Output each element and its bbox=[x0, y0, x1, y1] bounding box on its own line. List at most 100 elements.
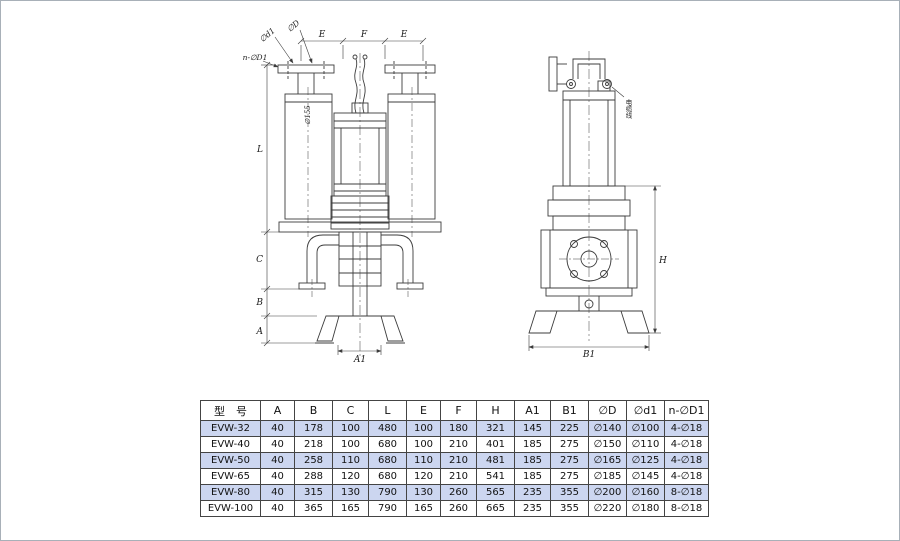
col-header-H: H bbox=[476, 400, 515, 421]
value-cell: 275 bbox=[550, 452, 589, 469]
value-cell: ∅125 bbox=[626, 452, 665, 469]
header-row: 型 号 A B C L E F H A1 B1 ∅D ∅d1 n-∅D1 bbox=[200, 400, 709, 421]
discharge-flange-right bbox=[384, 61, 436, 94]
spec-row-evw-100: EVW-100 40 365 165 790 165 260 665 235 3… bbox=[200, 500, 709, 517]
value-cell: ∅200 bbox=[588, 484, 627, 501]
tank-left bbox=[284, 93, 333, 220]
value-cell: 288 bbox=[294, 468, 333, 485]
dim-label-dia155: ∅155 bbox=[304, 105, 312, 125]
technical-drawing: ∅d1 ∅D n-∅D1 E F E ∅155 L C B A A1 H B1 … bbox=[243, 18, 667, 365]
col-header-F: F bbox=[440, 400, 477, 421]
value-cell: 480 bbox=[368, 420, 407, 437]
model-cell: EVW-65 bbox=[200, 468, 261, 485]
value-cell: 40 bbox=[260, 436, 295, 453]
value-cell: 355 bbox=[550, 484, 589, 501]
value-cell: 315 bbox=[294, 484, 333, 501]
value-cell: 680 bbox=[368, 436, 407, 453]
value-cell: ∅145 bbox=[626, 468, 665, 485]
value-cell: 4-∅18 bbox=[664, 468, 709, 485]
col-header-E: E bbox=[406, 400, 441, 421]
value-cell: 565 bbox=[476, 484, 515, 501]
col-header-A: A bbox=[260, 400, 295, 421]
value-cell: 275 bbox=[550, 468, 589, 485]
value-cell: 258 bbox=[294, 452, 333, 469]
value-cell: ∅185 bbox=[588, 468, 627, 485]
motor-body bbox=[333, 102, 387, 197]
value-cell: ∅165 bbox=[588, 452, 627, 469]
cable-lines bbox=[352, 54, 368, 114]
value-cell: 355 bbox=[550, 500, 589, 517]
spec-row-evw-65: EVW-65 40 288 120 680 120 210 541 185 27… bbox=[200, 468, 709, 485]
value-cell: 165 bbox=[332, 500, 369, 517]
mid-stack bbox=[547, 185, 631, 231]
model-cell: EVW-32 bbox=[200, 420, 261, 437]
value-cell: 100 bbox=[406, 420, 441, 437]
model-cell: EVW-80 bbox=[200, 484, 261, 501]
spec-row-evw-32: EVW-32 40 178 100 480 100 180 321 145 22… bbox=[200, 420, 709, 437]
elbow-left bbox=[298, 234, 339, 297]
value-cell: 4-∅18 bbox=[664, 436, 709, 453]
motor-body-side bbox=[562, 80, 616, 187]
dim-label-A: A bbox=[256, 327, 264, 337]
value-cell: 40 bbox=[260, 452, 295, 469]
base-stand bbox=[315, 286, 405, 344]
dim-label-D: ∅D bbox=[285, 18, 301, 34]
col-header-B: B bbox=[294, 400, 333, 421]
value-cell: 401 bbox=[476, 436, 515, 453]
lifting-handle bbox=[566, 58, 612, 89]
discharge-flange-left bbox=[277, 61, 335, 94]
value-cell: 680 bbox=[368, 468, 407, 485]
value-cell: 210 bbox=[440, 436, 477, 453]
value-cell: 541 bbox=[476, 468, 515, 485]
strainer-casing bbox=[338, 231, 382, 287]
col-header-model: 型 号 bbox=[200, 400, 261, 421]
side-view bbox=[528, 51, 650, 341]
col-header-d1: ∅d1 bbox=[626, 400, 665, 421]
value-cell: 481 bbox=[476, 452, 515, 469]
value-cell: 130 bbox=[332, 484, 369, 501]
spec-row-evw-80: EVW-80 40 315 130 790 130 260 565 235 35… bbox=[200, 484, 709, 501]
value-cell: 110 bbox=[332, 452, 369, 469]
value-cell: 100 bbox=[406, 436, 441, 453]
value-cell: 185 bbox=[514, 436, 551, 453]
value-cell: 790 bbox=[368, 500, 407, 517]
value-cell: 235 bbox=[514, 484, 551, 501]
pump-stack bbox=[330, 195, 390, 230]
pump-casing bbox=[540, 229, 638, 289]
value-cell: 40 bbox=[260, 484, 295, 501]
value-cell: 185 bbox=[514, 452, 551, 469]
tank-right bbox=[387, 93, 436, 220]
model-cell: EVW-40 bbox=[200, 436, 261, 453]
dim-label-E-right: E bbox=[400, 30, 408, 40]
dim-label-d1: ∅d1 bbox=[258, 26, 277, 44]
value-cell: 225 bbox=[550, 420, 589, 437]
value-cell: ∅100 bbox=[626, 420, 665, 437]
dim-label-C: C bbox=[256, 255, 263, 265]
front-dimensions bbox=[261, 29, 427, 355]
side-dimensions bbox=[528, 185, 661, 351]
value-cell: 120 bbox=[406, 468, 441, 485]
dim-label-E-left: E bbox=[318, 30, 326, 40]
value-cell: 365 bbox=[294, 500, 333, 517]
col-header-L: L bbox=[368, 400, 407, 421]
front-view bbox=[277, 53, 442, 359]
dim-label-F: F bbox=[360, 30, 368, 40]
value-cell: ∅180 bbox=[626, 500, 665, 517]
value-cell: 130 bbox=[406, 484, 441, 501]
value-cell: 120 bbox=[332, 468, 369, 485]
col-header-A1: A1 bbox=[514, 400, 551, 421]
col-header-nD1: n-∅D1 bbox=[664, 400, 709, 421]
value-cell: ∅110 bbox=[626, 436, 665, 453]
dim-label-H: H bbox=[658, 256, 667, 266]
value-cell: ∅140 bbox=[588, 420, 627, 437]
dim-label-B1: B1 bbox=[582, 350, 595, 360]
value-cell: ∅220 bbox=[588, 500, 627, 517]
value-cell: 180 bbox=[440, 420, 477, 437]
dim-label-B: B bbox=[255, 298, 263, 308]
value-cell: 8-∅18 bbox=[664, 484, 709, 501]
value-cell: 790 bbox=[368, 484, 407, 501]
value-cell: 185 bbox=[514, 468, 551, 485]
discharge-flange-edge bbox=[548, 56, 567, 92]
dim-label-L: L bbox=[256, 145, 263, 155]
